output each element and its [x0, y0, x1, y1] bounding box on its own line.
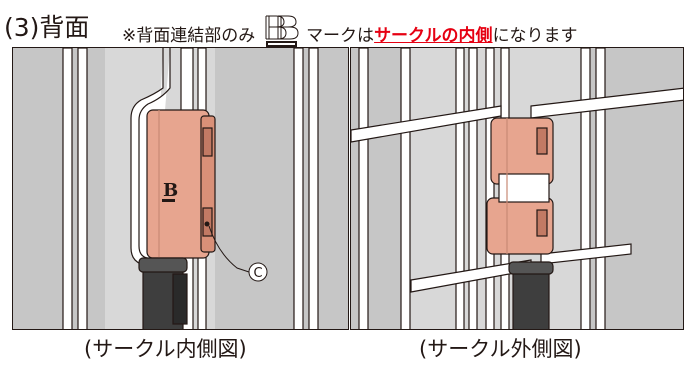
note-prefix: ※背面連結部のみ	[122, 26, 256, 46]
section-note: ※背面連結部のみ マークはサークルの内側になります	[122, 13, 578, 54]
connector-part	[486, 117, 554, 255]
figure-outside-view	[350, 47, 684, 330]
page-heading: (3)背面 ※背面連結部のみ マークはサークルの内側になります	[4, 2, 684, 47]
svg-text:B: B	[163, 180, 178, 201]
inside-view-illustration: B C	[13, 48, 348, 329]
callout-label: C	[253, 266, 262, 281]
outside-view-caption: (サークル外側図)	[419, 337, 582, 361]
inside-view-caption: (サークル内側図)	[84, 337, 247, 361]
note-emphasis: サークルの内側	[374, 26, 493, 46]
note-suffix: になります	[492, 26, 578, 46]
combi-b-logo-icon	[262, 13, 300, 54]
section-title: (3)背面	[4, 13, 90, 42]
outside-view-illustration	[351, 48, 683, 329]
connector-part	[146, 109, 216, 259]
figure-inside-view: B C	[12, 47, 349, 330]
note-middle: マークは	[306, 26, 375, 46]
figure-panels: B C	[12, 47, 684, 330]
